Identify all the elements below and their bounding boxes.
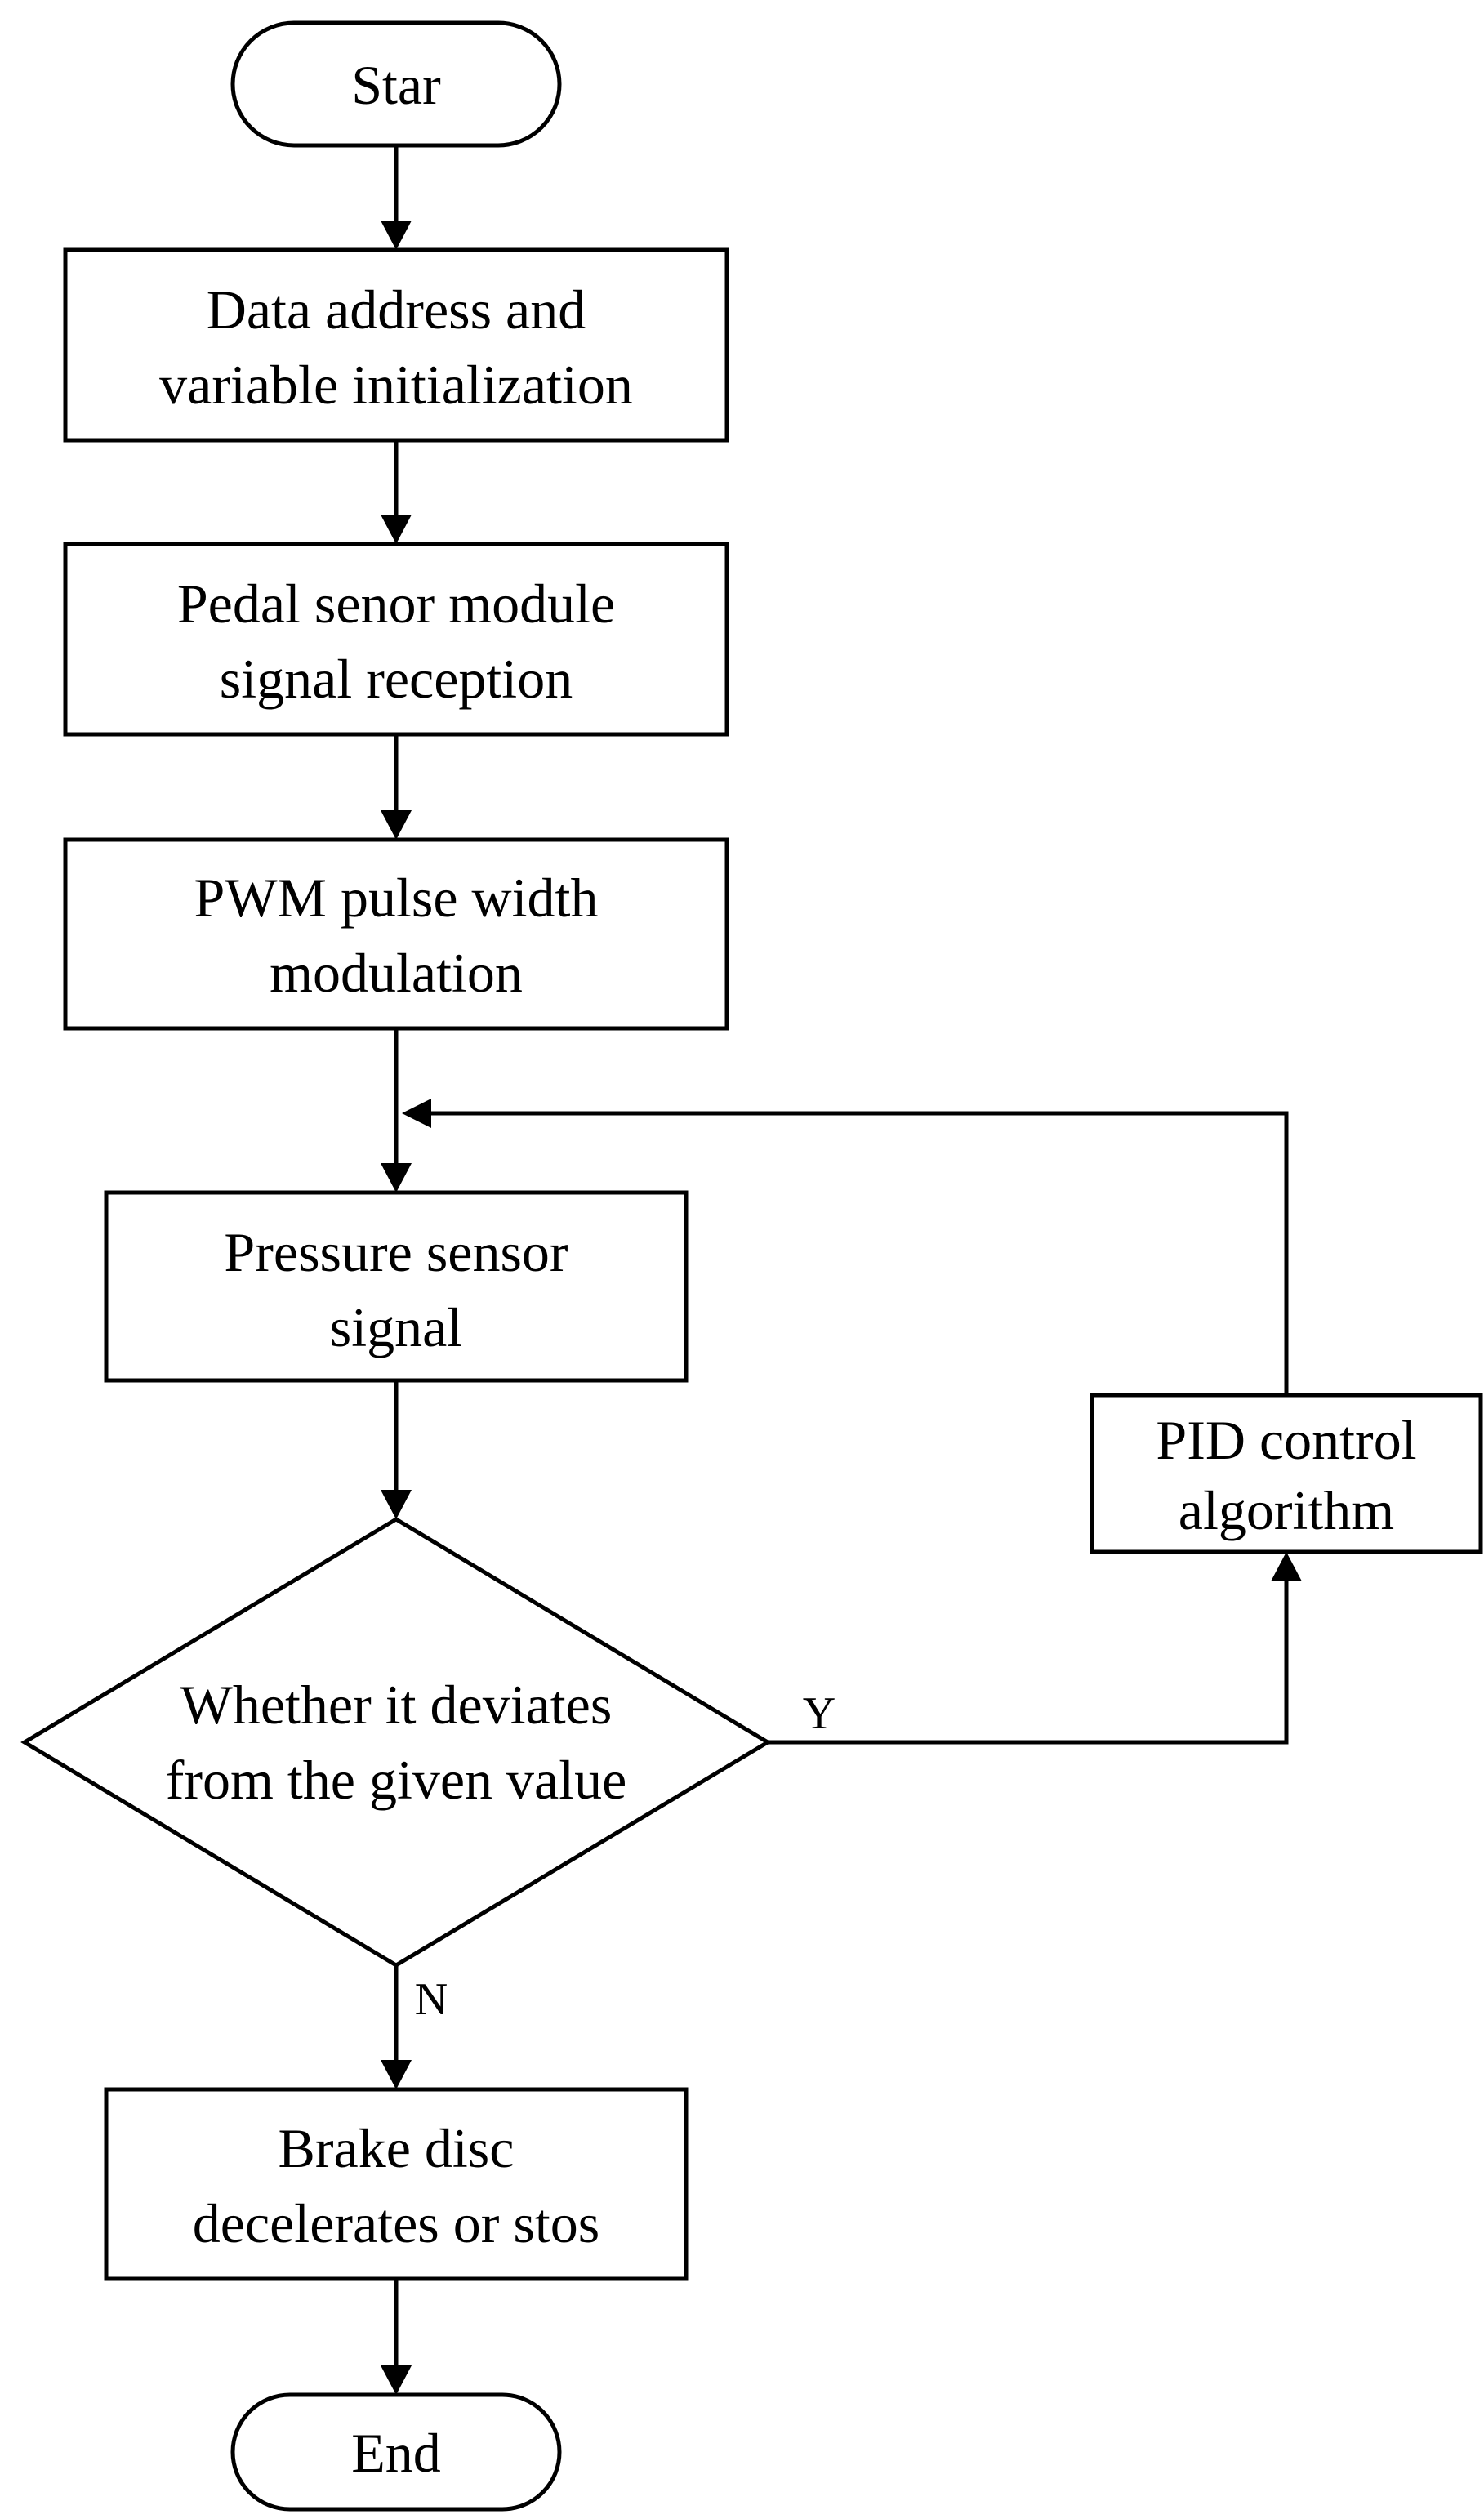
connector-line (426, 1111, 1289, 1395)
connector-line (768, 1575, 1289, 1745)
init-label-line1: Data address and (207, 279, 586, 341)
pedal-node: Pedal senor module signal reception (63, 542, 729, 737)
arrowhead (381, 1490, 412, 1519)
arrow-pid-feedback-loop (402, 1099, 1289, 1395)
arrowhead (381, 2060, 412, 2089)
no-label: N (415, 1974, 448, 2025)
start-node: Star (230, 20, 562, 148)
pid-node: PID control algorithm (1090, 1393, 1483, 1554)
pwm-label-line2: modulation (270, 942, 523, 1004)
arrow-decision-no-to-brake: N (381, 1965, 448, 2089)
end-terminal-shape (230, 2392, 562, 2512)
pid-process-box (1090, 1393, 1483, 1554)
arrowhead (1271, 1552, 1302, 1581)
arrowhead (381, 1163, 412, 1193)
pressure-label-line2: signal (330, 1296, 462, 1358)
init-label-line2: variable initialization (159, 354, 633, 416)
brake-node: Brake disc decelerates or stos (104, 2087, 689, 2281)
arrow-init-to-pedal (381, 440, 412, 544)
decision-label-line2: from the given value (166, 1749, 627, 1811)
arrow-decision-yes-to-pid: Y (768, 1552, 1302, 1745)
yes-label: Y (803, 1688, 836, 1739)
arrowhead (381, 810, 412, 840)
brake-label-line1: Brake disc (279, 2117, 515, 2179)
pressure-label-line1: Pressure sensor (224, 1221, 568, 1283)
arrow-pressure-to-decision (381, 1380, 412, 1519)
arrow-brake-to-end (381, 2279, 412, 2395)
pedal-label-line1: Pedal senor module (177, 573, 615, 635)
arrow-pedal-to-pwm (381, 734, 412, 840)
decision-label-line1: Whether it deviates (180, 1674, 613, 1736)
pwm-label-line1: PWM pulse width (194, 867, 599, 929)
arrowhead (402, 1099, 431, 1128)
arrowhead (381, 515, 412, 544)
decision-node: Whether it deviates from the given value (20, 1517, 772, 1968)
arrow-start-to-init (381, 145, 412, 250)
arrowhead (381, 221, 412, 250)
arrowhead (381, 2365, 412, 2395)
pwm-node: PWM pulse width modulation (63, 837, 729, 1031)
brake-process-box (104, 2087, 689, 2281)
end-label: End (351, 2422, 441, 2484)
pid-label-line1: PID control (1156, 1409, 1416, 1471)
start-label: Star (351, 54, 441, 116)
pid-label-line2: algorithm (1179, 1479, 1394, 1541)
end-node: End (230, 2392, 562, 2512)
brake-label-line2: decelerates or stos (193, 2192, 599, 2254)
pedal-label-line2: signal reception (220, 648, 573, 710)
pressure-node: Pressure sensor signal (104, 1190, 689, 1383)
pwm-process-box (63, 837, 729, 1031)
init-node: Data address and variable initialization (63, 247, 729, 443)
arrow-pwm-to-pressure (381, 1028, 412, 1193)
pressure-process-box (104, 1190, 689, 1383)
init-process-box (63, 247, 729, 443)
decision-diamond-shape (20, 1517, 772, 1968)
